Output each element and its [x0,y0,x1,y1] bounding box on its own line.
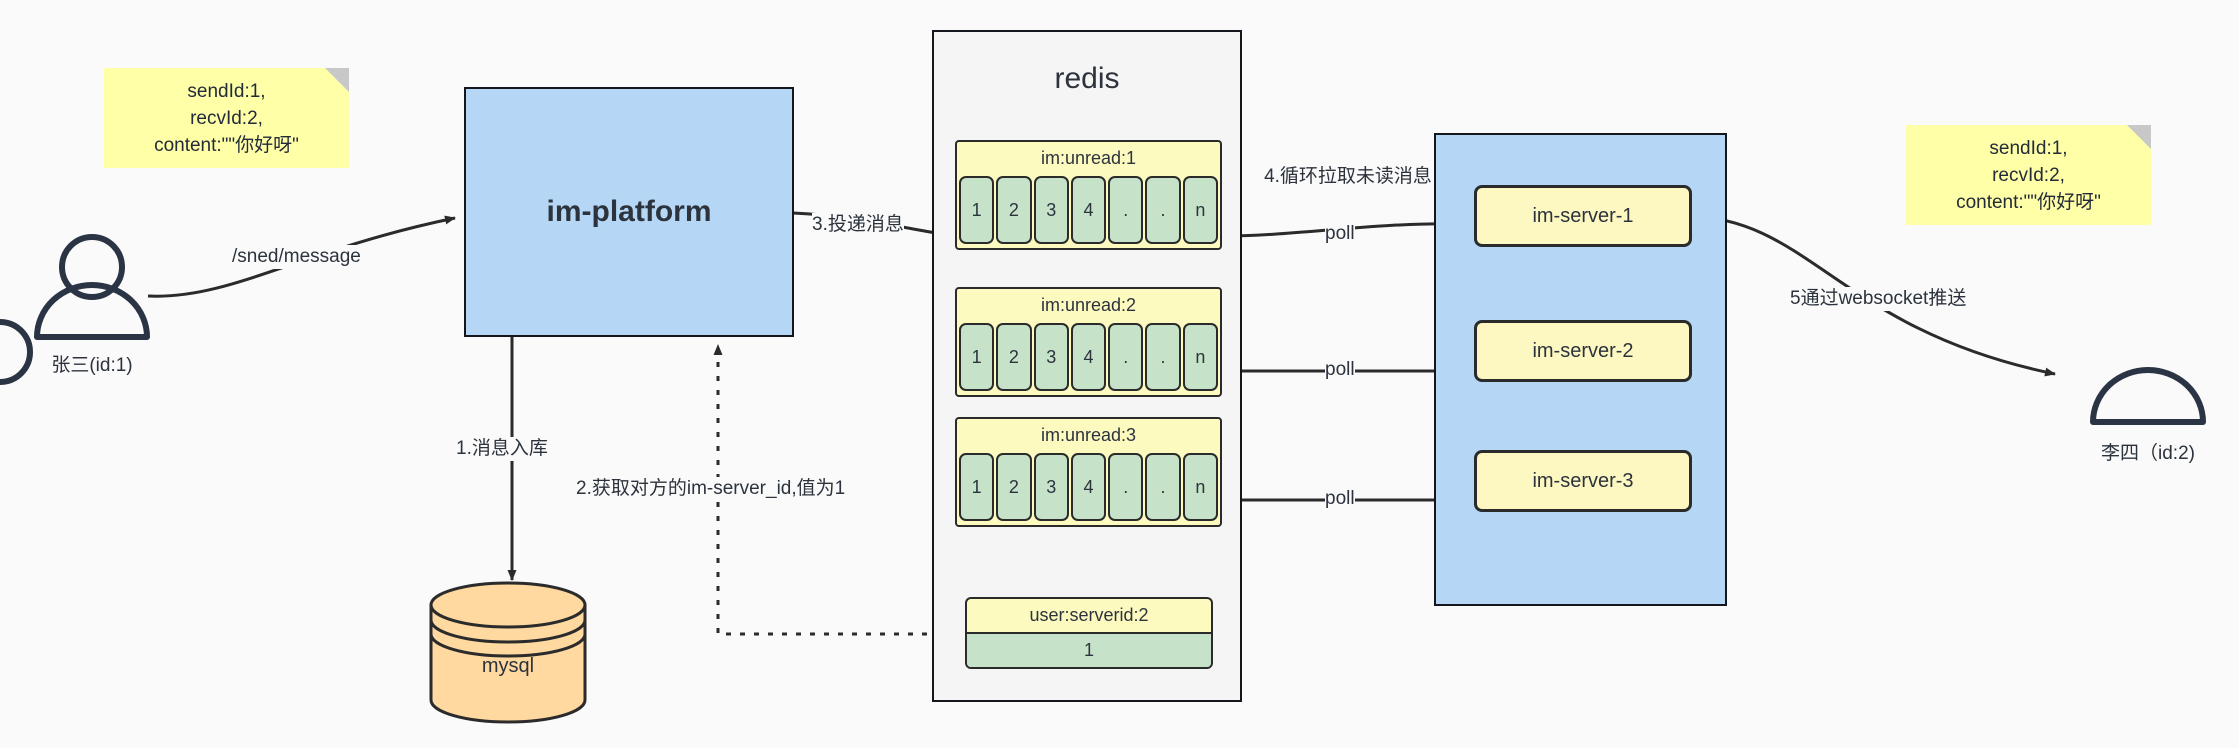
queue-3-cells: 1 2 3 4 . . n [959,453,1218,521]
note-right-line-1: sendId:1, [1989,137,2068,159]
im-server-1-box[interactable]: im-server-1 [1474,185,1692,247]
queue-cell: 3 [1033,323,1069,391]
redis-queue-im-unread-1[interactable]: im:unread:1 1 2 3 4 . . n [955,140,1222,250]
edge-label-send-message: /sned/message [232,245,361,269]
queue-cell: 2 [996,176,1032,244]
note-right-line-3: content:""你好呀" [1956,191,2101,213]
queue-cell: . [1145,453,1181,521]
im-server-3-box[interactable]: im-server-3 [1474,450,1692,512]
queue-2-key: im:unread:2 [1040,295,1137,315]
redis-kv-user-serverid[interactable]: user:serverid:2 1 [965,597,1213,669]
queue-cell: . [1145,176,1181,244]
queue-cell: 3 [1033,176,1069,244]
note-left-line-3: content:""你好呀" [154,134,299,156]
queue-cell: n [1182,453,1218,521]
queue-cell: n [1182,323,1218,391]
note-left-line-2: recvId:2, [190,107,263,129]
queue-cell: 1 [959,323,995,391]
im-server-2-box[interactable]: im-server-2 [1474,320,1692,382]
queue-cell: 1 [959,453,995,521]
queue-1-key: im:unread:1 [1040,148,1137,168]
sender-label: 张三(id:1) [51,355,133,376]
queue-cell: 2 [996,453,1032,521]
queue-cell: 4 [1070,176,1107,244]
queue-cell: . [1145,323,1181,391]
edge-label-poll-3: poll [1325,487,1355,511]
note-fold-icon [325,68,349,92]
redis-queue-im-unread-2[interactable]: im:unread:2 1 2 3 4 . . n [955,287,1222,397]
mysql-label: mysql [481,655,535,677]
edge-label-step5: 5通过websocket推送 [1790,287,1967,311]
edge-label-poll-1: poll [1325,222,1355,246]
edge-label-step1: 1.消息入库 [456,437,548,461]
queue-cell: 1 [959,176,995,244]
sender-actor-icon [34,234,150,340]
im-platform-title: im-platform [546,195,712,228]
edge-step5 [1687,214,2056,377]
queue-cell: 4 [1070,323,1107,391]
receiver-actor-icon [0,319,2206,425]
receiver-label: 李四（id:2) [2101,443,2195,464]
queue-2-cells: 1 2 3 4 . . n [959,323,1218,391]
mysql-cylinder [429,581,587,724]
kv-key: user:serverid:2 [967,599,1211,634]
edge-label-step2: 2.获取对方的im-server_id,值为1 [576,477,846,501]
edge-label-step4: 4.循环拉取未读消息 [1258,165,1438,189]
edge-label-step3: 3.投递消息 [812,213,904,237]
edge-label-poll-2: poll [1325,358,1355,382]
queue-cell: 4 [1070,453,1107,521]
note-left: sendId:1, recvId:2, content:""你好呀" [104,68,349,168]
note-left-line-1: sendId:1, [187,80,266,102]
queue-cell: 3 [1033,453,1069,521]
queue-cell: n [1182,176,1218,244]
queue-cell: . [1108,453,1144,521]
redis-title: redis [1054,62,1120,95]
queue-3-key: im:unread:3 [1040,425,1137,445]
kv-value: 1 [967,634,1211,667]
note-right-line-2: recvId:2, [1992,164,2065,186]
im-platform-box[interactable]: im-platform [464,87,794,337]
queue-cell: . [1108,176,1144,244]
edge-send-message [147,215,456,298]
queue-1-cells: 1 2 3 4 . . n [959,176,1218,244]
note-right: sendId:1, recvId:2, content:""你好呀" [1906,125,2151,225]
redis-queue-im-unread-3[interactable]: im:unread:3 1 2 3 4 . . n [955,417,1222,527]
queue-cell: . [1108,323,1144,391]
queue-cell: 2 [996,323,1032,391]
note-fold-icon [2127,125,2151,149]
